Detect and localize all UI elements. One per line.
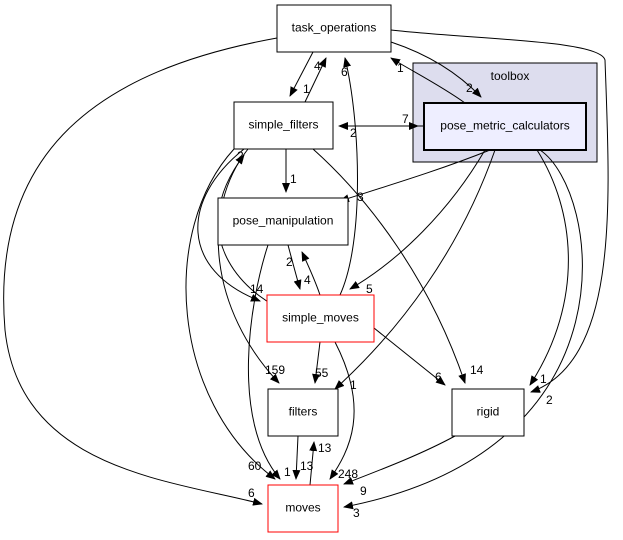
node-moves[interactable]: moves	[267, 484, 339, 533]
node-label: moves	[285, 501, 320, 515]
edge-line	[343, 435, 456, 485]
edge-simple-moves-to-rigid[interactable]: 6	[373, 327, 446, 386]
node-pose-metric-calculators[interactable]: pose_metric_calculators	[423, 102, 587, 151]
edge-count-label[interactable]: 248	[338, 467, 358, 481]
edge-line	[301, 251, 321, 296]
edge-count-label[interactable]: 2	[286, 255, 293, 269]
edge-pose-metric-calculators-to-simple-filters[interactable]: 2	[338, 122, 424, 140]
node-label: task_operations	[292, 21, 377, 35]
edge-simple-filters-to-moves[interactable]: 60	[185, 148, 276, 480]
edge-count-label[interactable]: 60	[248, 459, 262, 473]
edge-pose-metric-calculators-to-simple-moves[interactable]: 5	[349, 149, 486, 296]
node-label: simple_filters	[248, 118, 318, 132]
edge-task-operations-to-rigid[interactable]: 2	[390, 29, 609, 407]
edge-count-label[interactable]: 1	[540, 372, 547, 386]
edge-line	[329, 341, 355, 480]
edge-simple-moves-to-filters[interactable]: 55	[312, 341, 329, 384]
edge-line	[247, 244, 281, 480]
edge-count-label[interactable]: 4	[304, 273, 311, 287]
edge-pose-metric-calculators-to-pose-manipulation[interactable]: 3	[339, 149, 491, 204]
edge-line	[292, 435, 301, 480]
edge-count-label[interactable]: 14	[470, 363, 484, 377]
edge-line	[287, 244, 302, 290]
edge-simple-filters-to-pose-metric-calculators[interactable]: 7	[340, 112, 419, 130]
node-simple-moves[interactable]: simple_moves	[266, 294, 375, 343]
edge-pose-metric-calculators-to-task-operations[interactable]: 1	[390, 57, 466, 104]
edge-line	[349, 149, 486, 290]
edge-simple-filters-to-filters[interactable]: 159	[217, 148, 285, 384]
node-pose-manipulation[interactable]: pose_manipulation	[217, 197, 349, 246]
edge-simple-filters-to-rigid[interactable]: 14	[312, 148, 484, 384]
edge-line	[390, 29, 609, 393]
edge-line	[3, 37, 278, 506]
node-label: simple_moves	[282, 311, 359, 325]
edge-simple-moves-to-pose-manipulation[interactable]: 2	[286, 251, 321, 296]
node-label: pose_manipulation	[233, 214, 334, 228]
edge-line	[309, 441, 318, 486]
edge-filters-to-moves[interactable]: 13	[292, 435, 314, 480]
edge-line	[185, 148, 276, 480]
node-label: pose_metric_calculators	[440, 119, 569, 133]
edge-simple-moves-to-task-operations[interactable]: 6	[339, 57, 358, 296]
edge-count-label[interactable]: 6	[248, 486, 255, 500]
edge-task-operations-to-pose-metric-calculators[interactable]: 2	[390, 41, 482, 98]
edge-rigid-to-moves[interactable]: 9	[343, 435, 456, 498]
edge-count-label[interactable]: 159	[265, 363, 285, 377]
node-task-operations[interactable]: task_operations	[276, 4, 392, 53]
edge-simple-filters-to-task-operations[interactable]: 4	[304, 57, 327, 103]
edge-count-label[interactable]: 5	[366, 282, 373, 296]
edge-pose-metric-calculators-to-rigid[interactable]: 1	[529, 149, 569, 386]
edge-count-label[interactable]: 1	[350, 378, 357, 392]
edge-count-label[interactable]: 2	[237, 149, 244, 163]
node-simple-filters[interactable]: simple_filters	[233, 101, 334, 150]
edge-count-label[interactable]: 7	[402, 112, 409, 126]
edge-count-label[interactable]: 1	[284, 465, 291, 479]
edge-count-label[interactable]: 2	[350, 126, 357, 140]
edge-count-label[interactable]: 6	[341, 65, 348, 79]
edge-line	[390, 41, 482, 98]
edge-count-label[interactable]: 1	[397, 61, 404, 75]
edge-task-operations-to-simple-filters[interactable]: 1	[289, 51, 314, 97]
node-filters[interactable]: filters	[267, 388, 339, 437]
edge-count-label[interactable]: 13	[300, 459, 314, 473]
edge-line	[312, 148, 466, 384]
edge-pose-metric-calculators-to-filters[interactable]: 1	[334, 149, 496, 392]
edge-pose-metric-calculators-to-moves[interactable]: 3	[343, 149, 583, 520]
edge-count-label[interactable]: 3	[353, 506, 360, 520]
edge-line	[390, 57, 466, 104]
edge-pose-manipulation-to-moves[interactable]: 1	[247, 244, 291, 480]
edge-line	[339, 149, 491, 203]
node-label: rigid	[477, 405, 500, 419]
edge-count-label[interactable]: 3	[357, 190, 364, 204]
edge-task-operations-to-moves[interactable]: 6	[3, 37, 278, 506]
edge-line	[334, 149, 496, 390]
edge-count-label[interactable]: 1	[303, 82, 310, 96]
edge-count-label[interactable]: 6	[435, 370, 442, 384]
edge-line	[529, 149, 569, 386]
edge-count-label[interactable]: 2	[546, 393, 553, 407]
edge-line	[304, 57, 327, 103]
edge-line	[217, 148, 280, 384]
edge-count-label[interactable]: 13	[318, 441, 332, 455]
edge-line	[339, 57, 358, 296]
edge-pose-manipulation-to-simple-moves[interactable]: 4	[287, 244, 311, 290]
edge-line	[197, 148, 261, 302]
node-rigid[interactable]: rigid	[451, 388, 525, 437]
edge-simple-filters-to-pose-manipulation[interactable]: 1	[282, 149, 297, 193]
edge-moves-to-filters[interactable]: 13	[309, 441, 332, 486]
edge-line	[312, 341, 321, 384]
edge-line	[373, 327, 446, 386]
edge-count-label[interactable]: 9	[360, 484, 367, 498]
edge-count-label[interactable]: 1	[290, 172, 297, 186]
edge-count-label[interactable]: 2	[466, 81, 473, 95]
toolbox-cluster-label: toolbox	[491, 69, 530, 83]
edge-count-label[interactable]: 55	[315, 366, 329, 380]
edge-line	[343, 149, 583, 510]
node-label: filters	[289, 405, 318, 419]
edge-count-label[interactable]: 4	[314, 59, 321, 73]
edge-line	[289, 51, 314, 97]
